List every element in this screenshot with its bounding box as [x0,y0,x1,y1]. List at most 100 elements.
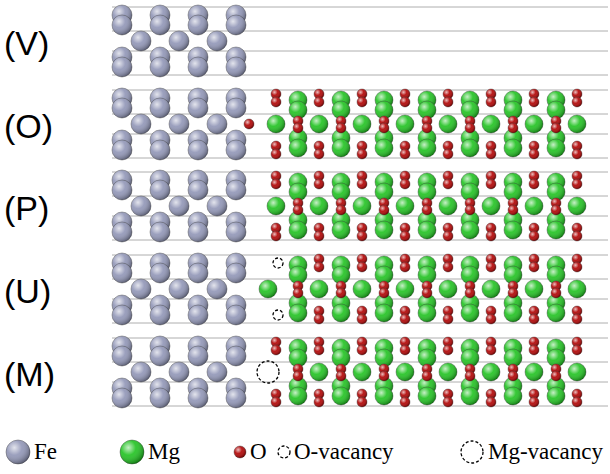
o-atom-shade [443,397,453,407]
o-atom [400,345,410,355]
mg-atom [482,363,500,381]
mg-atom-shade [375,387,393,405]
o-atom [529,345,539,355]
legend-swatch [234,446,246,458]
o-atom-shade [551,288,561,298]
o-atom-shade [271,397,281,407]
fe-atom-shade [150,180,170,200]
o-atom [293,288,303,298]
o-atom-shade [486,397,496,407]
mg-atom-shade [332,387,350,405]
cell-line [112,75,608,76]
o-atom [572,397,582,407]
o-atom [486,149,496,159]
mg-atom [375,304,393,322]
fe-atom [150,140,170,160]
mg-atom-shade [353,115,371,133]
o-atom [572,149,582,159]
o-atom-shade [314,149,324,159]
o-atom-shade [529,262,539,272]
fe-atom-shade [226,305,246,325]
mg-atom-shade [439,280,457,298]
fe-atom [131,362,151,382]
fe-atom-shade [112,346,132,366]
fe-atom-shade [131,279,151,299]
o-atom-shade [529,345,539,355]
o-atom [529,314,539,324]
o-atom [400,179,410,189]
o-atom [508,205,518,215]
o-atom [293,123,303,133]
fe-atom-shade [207,196,227,216]
fe-atom [112,140,132,160]
fe-atom-shade [207,362,227,382]
mg-atom [267,197,285,215]
o-atom-shade [400,314,410,324]
mg-atom [461,139,479,157]
o-atom [551,205,561,215]
o-atom [443,345,453,355]
o-atom [314,179,324,189]
fe-atom [112,346,132,366]
fe-atom [169,114,189,134]
fe-atom [131,31,151,51]
fe-atom [226,98,246,118]
o-atom-shade [486,179,496,189]
mg-atom [396,363,414,381]
o-atom-shade [314,345,324,355]
o-atom-shade [529,179,539,189]
fe-atom-shade [226,222,246,242]
mg-atom-shade [332,221,350,239]
fe-atom [112,222,132,242]
o-atom [357,262,367,272]
fe-atom [112,180,132,200]
o-atom [357,314,367,324]
mg-atom-shade [439,115,457,133]
mg-atom [547,139,565,157]
fe-atom [207,31,227,51]
fe-atom [226,180,246,200]
panel-label: (P) [4,191,49,225]
fe-atom [150,180,170,200]
mg-atom-shade [504,221,522,239]
o-atom [271,97,281,107]
fe-atom-shade [150,346,170,366]
o-atom [486,262,496,272]
o-atom [465,288,475,298]
o-atom-shade [572,262,582,272]
o-atom-shade [271,179,281,189]
o-atom [572,345,582,355]
mg-atom-shade [259,280,277,298]
o-atom [314,345,324,355]
fe-atom-shade [131,114,151,134]
o-atom-shade [357,262,367,272]
fe-atom [188,57,208,77]
mg-atom [504,387,522,405]
o-atom-shade [572,179,582,189]
o-atom [357,97,367,107]
o-atom [486,97,496,107]
mg-atom [504,304,522,322]
fe-atom [188,388,208,408]
mg-atom [353,280,371,298]
fe-atom-shade [226,15,246,35]
fe-atom-shade [112,180,132,200]
fe-atom-shade [188,57,208,77]
fe-atom [207,196,227,216]
o-atom [422,205,432,215]
fe-atom [150,388,170,408]
mg-atom [289,139,307,157]
o-atom-shade [486,345,496,355]
mg-atom [289,221,307,239]
mg-atom [504,221,522,239]
o-atom-shade [400,179,410,189]
fe-atom [112,57,132,77]
fe-atom [188,222,208,242]
fe-atom [188,305,208,325]
fe-atom-shade [188,346,208,366]
o-atom [336,205,346,215]
o-atom-shade [572,345,582,355]
fe-atom [207,279,227,299]
o-atom [529,179,539,189]
mg-atom [547,304,565,322]
